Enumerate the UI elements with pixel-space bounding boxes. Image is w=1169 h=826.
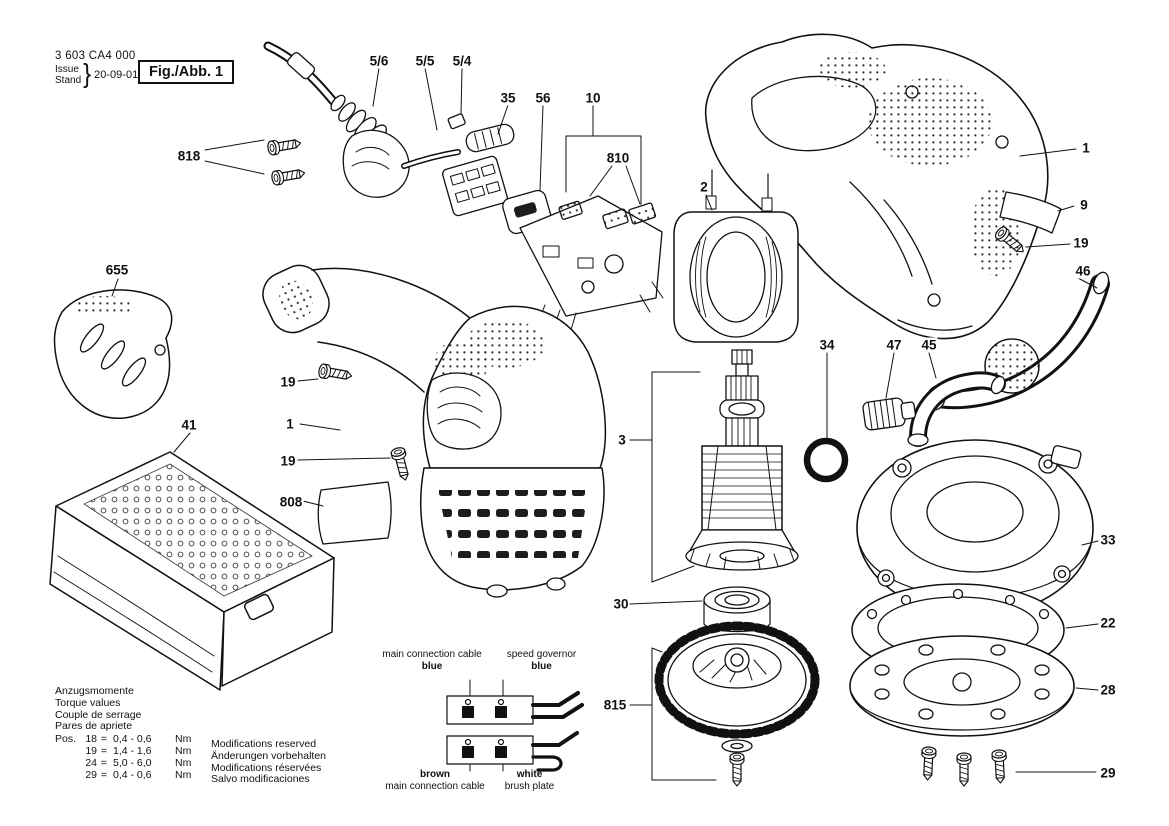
torque-title-fr: Couple de serrage xyxy=(55,708,142,721)
screw-29 xyxy=(991,748,1009,784)
power-cord-assembly xyxy=(263,41,466,198)
handle-cover xyxy=(53,289,173,419)
figure-label: Fig./Abb. 1 xyxy=(138,60,235,84)
wiring-diagram xyxy=(446,679,584,772)
torque-unit: Nm xyxy=(175,733,192,746)
modifications-block: Modifications reserved Änderungen vorbeh… xyxy=(211,738,327,786)
torque-unit: Nm xyxy=(175,768,192,781)
modifications-line-en: Modifications reserved xyxy=(211,738,317,750)
wiring-label-top-left: main connection cable blue xyxy=(352,649,512,672)
torque-pos: 24 xyxy=(85,756,97,769)
wire-color: blue xyxy=(421,660,443,672)
rear-housing-half xyxy=(704,33,1049,340)
sanding-plate xyxy=(849,635,1075,737)
torque-eq: = xyxy=(100,768,108,781)
torque-prefix: Pos. xyxy=(55,733,77,746)
o-ring xyxy=(803,437,849,483)
issue-date: 20-09-01 xyxy=(94,69,139,81)
wire-color: brown xyxy=(420,769,450,780)
switch-actuator xyxy=(465,123,515,153)
modifications-line-de: Änderungen vorbehalten xyxy=(211,749,327,762)
torque-row: 19 = 1,4 - 1,6 Nm xyxy=(55,744,199,758)
screw-818 xyxy=(266,135,303,157)
modifications-line-fr: Modifications réservées xyxy=(211,761,322,774)
screw-29 xyxy=(919,745,937,781)
screw-19 xyxy=(389,445,413,483)
torque-title-es: Pares de apriete xyxy=(55,720,133,733)
wiring-label-bottom-right: white brush plate xyxy=(482,769,577,792)
field-stator xyxy=(673,169,799,343)
brace-glyph: } xyxy=(83,59,92,90)
screw-29 xyxy=(956,752,972,787)
torque-title-en: Torque values xyxy=(55,696,121,709)
wiring-label-text: speed governor xyxy=(506,649,577,660)
wiring-label-text: main connection cable xyxy=(385,780,485,792)
torque-eq: = xyxy=(100,744,108,757)
torque-prefix xyxy=(55,758,81,770)
torque-values: 1,4 - 1,6 xyxy=(113,744,152,757)
fan-gear xyxy=(654,621,820,753)
torque-row: Pos. 18 = 0,4 - 0,6 Nm xyxy=(55,733,199,746)
torque-row: 24 = 5,0 - 6,0 Nm xyxy=(55,756,199,770)
screw-19 xyxy=(317,362,354,384)
torque-eq: = xyxy=(100,733,108,746)
torque-values: 0,4 - 0,6 xyxy=(113,733,152,746)
switch-module xyxy=(442,155,552,235)
stand-label: Stand xyxy=(55,75,82,86)
wiring-label-text: brush plate xyxy=(504,780,555,792)
wiring-label-top-right: speed governor blue xyxy=(489,649,594,672)
title-block: 3 603 CA4 000 Issue Stand } 20-09-01 xyxy=(55,50,139,90)
torque-pos: 19 xyxy=(85,744,97,757)
insulating-plate xyxy=(999,191,1062,234)
torque-title-de: Anzugsmomente xyxy=(55,685,134,697)
torque-unit: Nm xyxy=(175,744,192,757)
torque-row: 29 = 0,4 - 0,6 Nm xyxy=(55,768,199,782)
torque-eq: = xyxy=(100,756,108,769)
torque-values: 0,4 - 0,6 xyxy=(113,768,152,781)
torque-pos: 29 xyxy=(85,768,97,781)
wire-color: white xyxy=(516,769,543,780)
torque-unit: Nm xyxy=(175,756,192,769)
adapter-sleeve xyxy=(862,397,917,431)
electronics-module xyxy=(519,195,664,334)
torque-prefix xyxy=(55,746,81,758)
screw-818 xyxy=(270,165,307,187)
torque-pos: 18 xyxy=(85,733,97,746)
label-plate xyxy=(317,481,392,545)
issue-row: Issue Stand } 20-09-01 xyxy=(55,59,139,90)
elbow-adapter xyxy=(907,371,1006,447)
bearing-flange-housing xyxy=(856,439,1094,617)
motor-housing xyxy=(262,264,607,598)
type-number: 3 603 CA4 000 xyxy=(55,50,136,62)
leader-lines xyxy=(111,67,1099,781)
wiring-label-text: main connection cable xyxy=(382,649,482,660)
wiring-label-bottom-left: brown main connection cable xyxy=(355,769,515,792)
armature xyxy=(685,349,799,571)
torque-values: 5,0 - 6,0 xyxy=(113,756,152,769)
modifications-line-es: Salvo modificaciones xyxy=(211,773,310,786)
wire-color: blue xyxy=(531,660,552,672)
issue-label: Issue xyxy=(55,64,79,75)
screw-815 xyxy=(729,752,745,787)
torque-prefix xyxy=(55,770,81,782)
dust-box xyxy=(49,451,335,691)
torque-rows: Pos. 18 = 0,4 - 0,6 Nm 19 = 1,4 - 1,6 Nm… xyxy=(55,733,199,782)
torque-values-block: Anzugsmomente Torque values Couple de se… xyxy=(55,685,199,782)
